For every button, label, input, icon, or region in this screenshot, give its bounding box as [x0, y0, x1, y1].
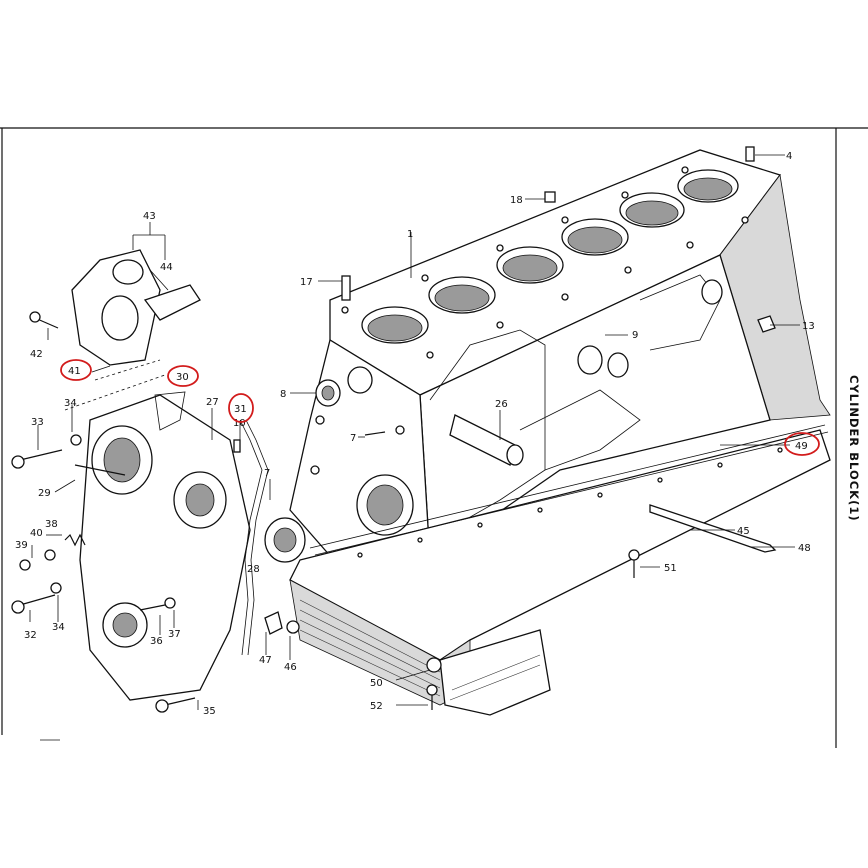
- callout-39: 39: [15, 540, 28, 551]
- callout-40: 40: [30, 528, 43, 539]
- leader-lines: [29, 154, 800, 710]
- callout-18: 18: [510, 195, 523, 206]
- callout-33: 33: [31, 417, 44, 428]
- callout-30: 30: [176, 372, 189, 383]
- callout-28: 28: [247, 564, 260, 575]
- callout-47: 47: [259, 655, 272, 666]
- callout-1: 1: [407, 229, 413, 240]
- callout-42: 42: [30, 349, 43, 360]
- callout-31: 31: [234, 404, 247, 415]
- callout-26: 26: [495, 399, 508, 410]
- cylinder-block: [289, 149, 831, 601]
- diagram-frame: [0, 127, 868, 748]
- callout-32: 32: [24, 630, 37, 641]
- oil-seal-28: [264, 517, 306, 563]
- gasket-30: [154, 391, 186, 431]
- callout-17: 17: [300, 277, 313, 288]
- callout-labels: 4 18 1 17 13 9 8 7 26 27 10 7 28 49 45 4…: [15, 151, 815, 717]
- front-gasket-31: [239, 419, 269, 656]
- plug-9: [607, 352, 629, 378]
- callout-27: 27: [206, 397, 219, 408]
- callout-35: 35: [203, 706, 216, 717]
- callout-45: 45: [737, 526, 750, 537]
- diagram-title: CYLINDER BLOCK(1): [847, 375, 861, 522]
- pan-gasket: [309, 424, 829, 556]
- callout-48: 48: [798, 543, 811, 554]
- callout-41: 41: [68, 366, 81, 377]
- callout-50: 50: [370, 678, 383, 689]
- fasteners: [11, 146, 776, 713]
- highlight-41: [60, 359, 92, 381]
- callout-4: 4: [786, 151, 792, 162]
- callout-34-top: 34: [64, 398, 77, 409]
- highlight-49: [784, 432, 820, 456]
- callout-7b: 7: [264, 468, 270, 479]
- callout-44: 44: [160, 262, 173, 273]
- callout-9: 9: [632, 330, 638, 341]
- callout-29: 29: [38, 488, 51, 499]
- callout-10: 10: [233, 418, 246, 429]
- callout-38: 38: [45, 519, 58, 530]
- callout-51: 51: [664, 563, 677, 574]
- highlight-31: [228, 393, 254, 423]
- callout-43: 43: [143, 211, 156, 222]
- callout-49: 49: [795, 441, 808, 452]
- cylinder-bores: [361, 169, 739, 344]
- oil-seal-8: [315, 379, 341, 407]
- oil-pan-ribs: [299, 599, 541, 701]
- pipe-26: [449, 414, 524, 466]
- callout-7: 7: [350, 433, 356, 444]
- callout-46: 46: [284, 662, 297, 673]
- timing-cover: [79, 394, 251, 701]
- callout-13: 13: [802, 321, 815, 332]
- oil-pan: [289, 429, 831, 716]
- deck-bolt-holes: [341, 166, 749, 359]
- thermostat-housing: [71, 249, 201, 366]
- highlight-30: [167, 365, 199, 387]
- callout-8: 8: [280, 389, 286, 400]
- callout-52: 52: [370, 701, 383, 712]
- highlight-circles: [60, 359, 820, 456]
- callout-34-bottom: 34: [52, 622, 65, 633]
- oil-pan-bolt-holes: [357, 447, 783, 558]
- callout-37: 37: [168, 629, 181, 640]
- callout-36: 36: [150, 636, 163, 647]
